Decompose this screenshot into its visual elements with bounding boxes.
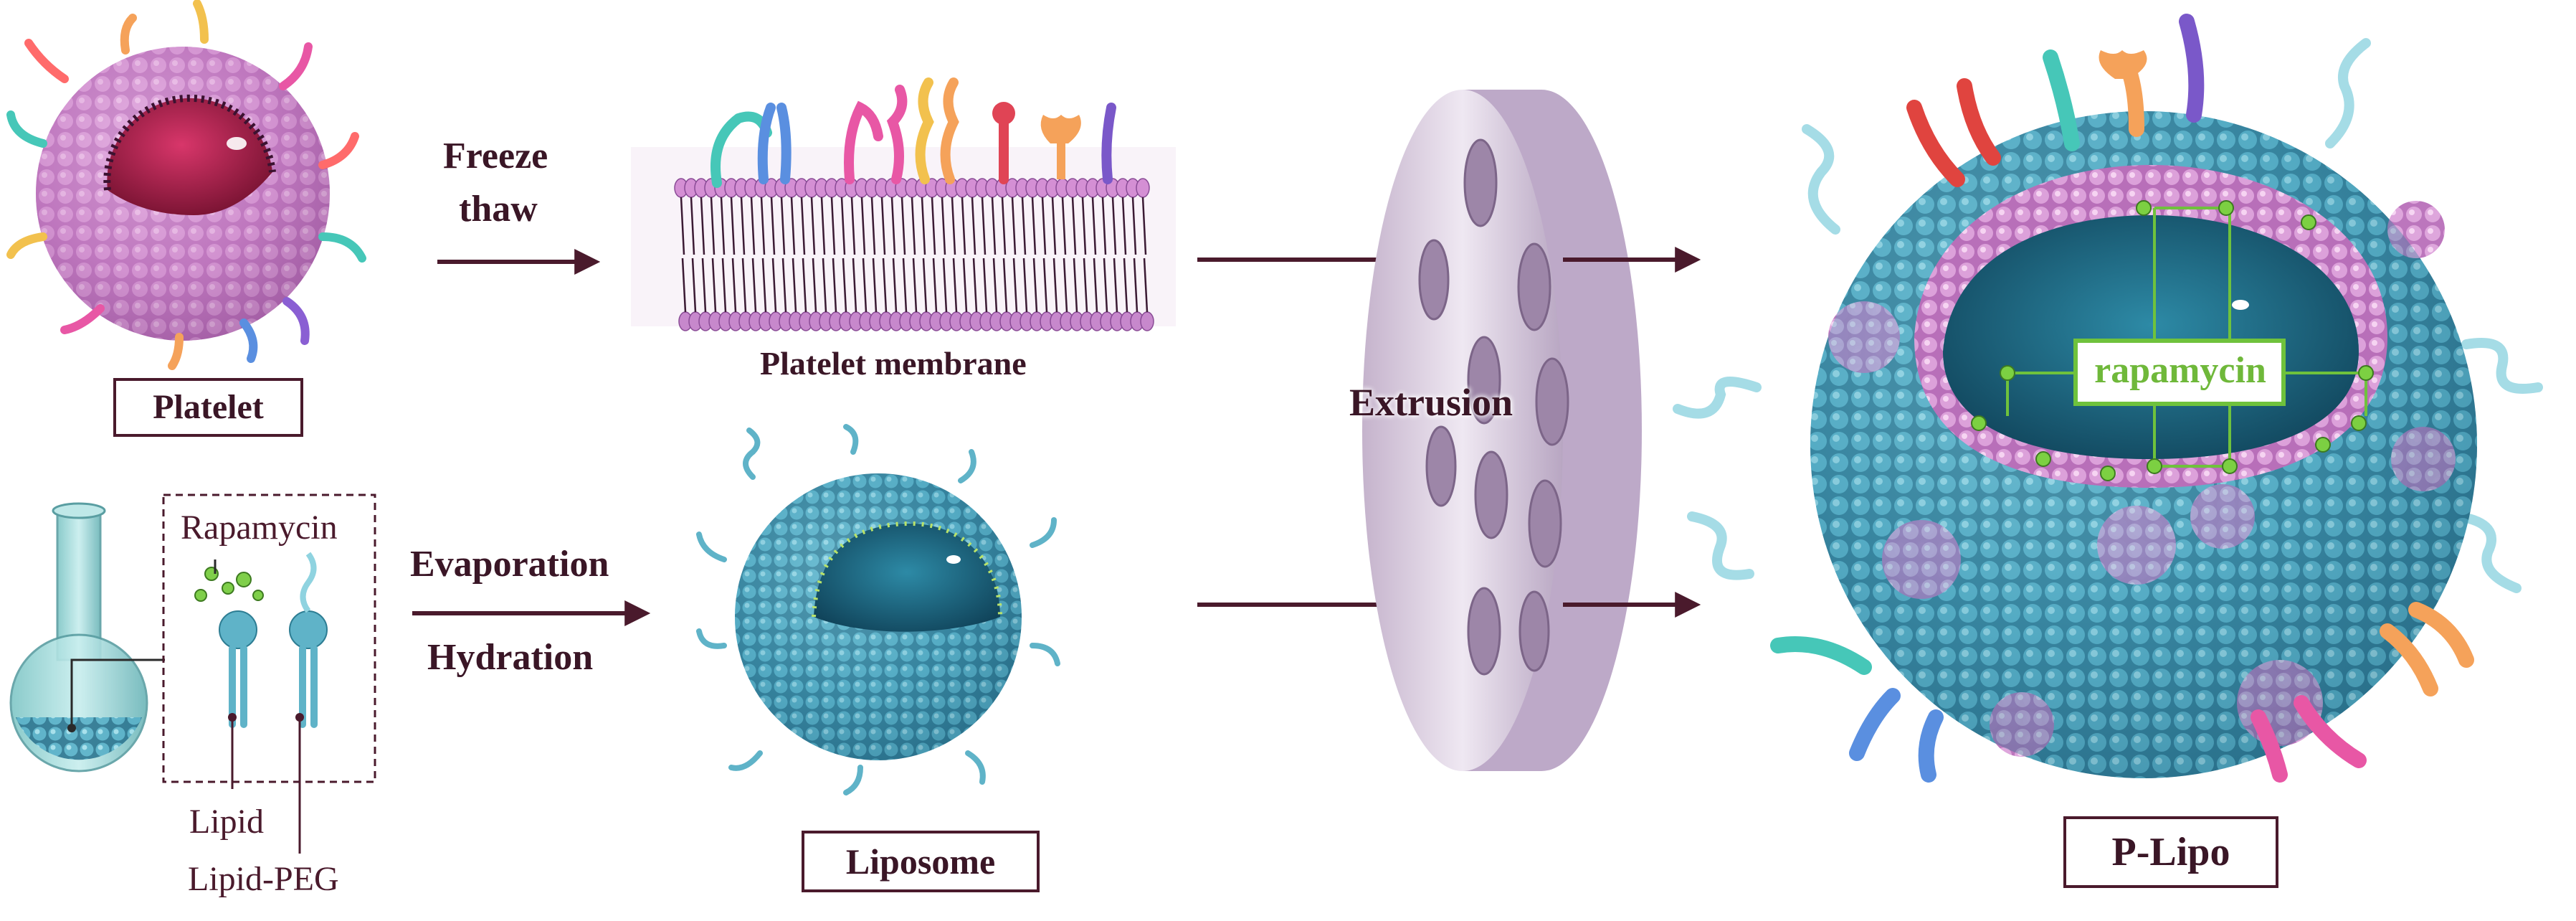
evaporation-label: Evaporation [410, 544, 609, 585]
lipid-peg-label: Lipid-PEG [188, 860, 339, 898]
rapamycin-label: Rapamycin [181, 509, 338, 547]
liposome-label: Liposome [802, 831, 1040, 892]
extrusion-label: Extrusion [1349, 381, 1513, 424]
liposome-illustration [696, 424, 1060, 795]
rapamycin-core-box [2073, 339, 2286, 406]
platelet-label: Platelet [113, 378, 303, 437]
platelet-membrane-illustration [631, 77, 1176, 331]
extrusion-filter [1362, 90, 1642, 771]
rapamycin-core-label: rapamycin [2094, 350, 2266, 391]
thaw-label: thaw [459, 189, 538, 230]
hydration-label: Hydration [427, 637, 594, 678]
freeze-label: Freeze [443, 136, 548, 176]
lipid-label: Lipid [189, 803, 264, 841]
platelet-membrane-label: Platelet membrane [760, 345, 1027, 382]
lipid-components-box [162, 493, 376, 854]
platelet-illustration [6, 0, 366, 370]
p-lipo-illustration [1673, 14, 2543, 783]
p-lipo-label: P-Lipo [2063, 816, 2278, 888]
round-bottom-flask [9, 502, 165, 773]
